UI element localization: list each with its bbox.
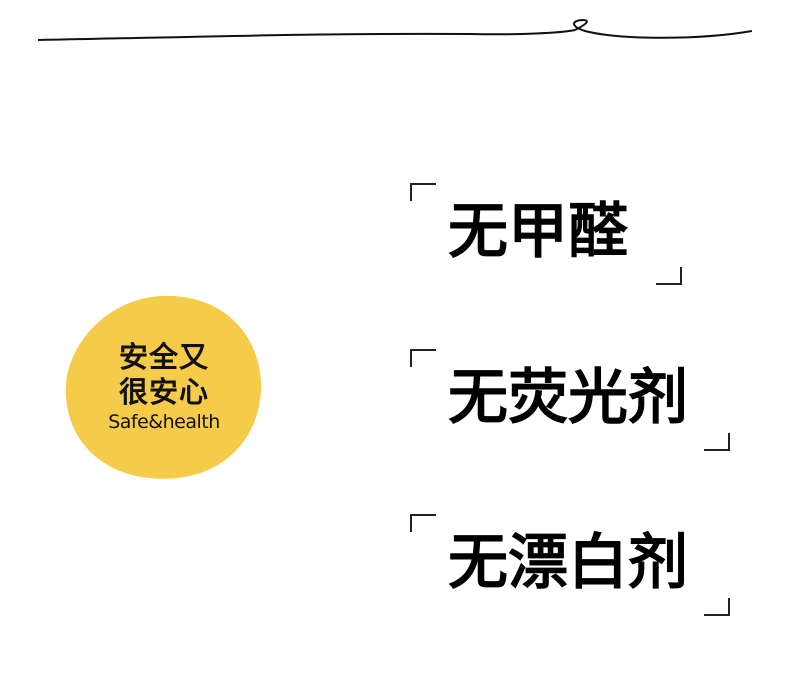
feature-label: 无荧光剂 xyxy=(448,363,688,433)
badge-line-1: 安全又 xyxy=(118,340,209,374)
close-bracket-icon xyxy=(704,598,730,616)
open-bracket-icon xyxy=(410,183,436,201)
close-bracket-icon xyxy=(704,433,730,451)
feature-label: 无甲醛 xyxy=(448,197,628,267)
open-bracket-icon xyxy=(410,349,436,367)
badge: 安全又 很安心 Safe&health xyxy=(62,292,266,482)
decorative-squiggle-line xyxy=(37,18,753,41)
close-bracket-icon xyxy=(656,267,682,285)
badge-line-2: 很安心 xyxy=(118,375,209,409)
open-bracket-icon xyxy=(410,514,436,532)
badge-english: Safe&health xyxy=(108,411,220,433)
yellow-badge-blob xyxy=(65,295,261,479)
feature-label: 无漂白剂 xyxy=(448,528,688,598)
